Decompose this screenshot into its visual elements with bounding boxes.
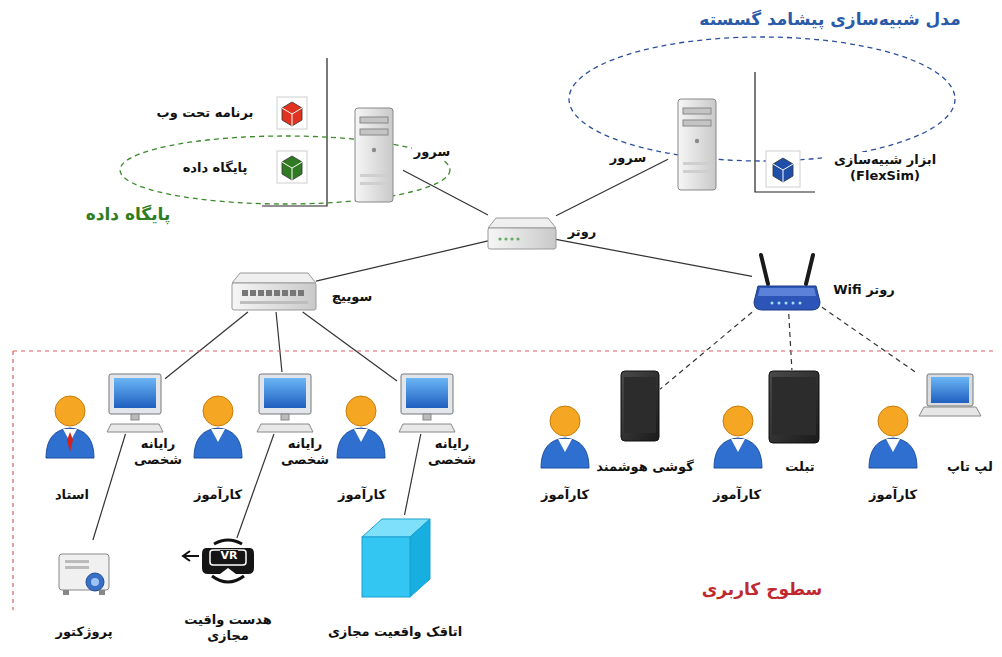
network-cable [93,434,126,540]
user-figure: کارآموز [710,402,766,468]
wireless-link [789,314,792,370]
device-label: سرور [412,144,452,160]
personal-computer: رایانه شخصی [255,372,315,434]
device-label: برنامه تحت وب [155,105,256,121]
device-label: کارآموز [539,487,591,503]
database-region: پایگاه داده پایگاه داده سرور [80,133,457,233]
user-figure-icon [865,402,921,468]
network-cable [556,239,752,276]
personal-computer: رایانه شخصی [105,372,165,434]
smartphone: گوشی هوشمند [620,370,660,442]
device-label: تبلت [783,459,816,475]
device-label: سوییچ [330,289,375,305]
device-label: پروژکتور [53,624,114,640]
bracket-line [262,58,327,206]
user-figure-icon [710,402,766,468]
network-switch: سوییچ [232,270,316,312]
software-icon: پایگاه داده [276,150,308,184]
user-figure: کارآموز [190,392,246,458]
network-switch-icon [232,270,316,312]
device-label: کارآموز [192,487,244,503]
vr-cave: اتاقک واقعیت مجازی [360,515,432,600]
projector: پروژکتور [55,540,113,598]
personal-computer-icon [397,372,457,434]
router: روتر [488,215,556,251]
vr-headset: هدست واقیت مجازی [200,538,256,588]
device-label: گوشی هوشمند [594,459,696,475]
user-region: سطوح کاربریرایانه شخصیرایانه شخصیرایانه … [12,350,997,650]
region-heading: مدل شبیه‌سازی پیشامد گسسته [697,9,962,30]
device-label: هدست واقیت مجازی [181,612,275,645]
software-icon-icon [765,150,801,188]
server: سرور [345,106,403,204]
network-cable [556,159,668,216]
device-label: ابزار شبیه‌سازی (FlexSim) [822,152,948,185]
bracket-line [755,72,815,192]
network-cable [405,434,421,515]
device-label: روتر Wifi [831,282,897,298]
software-icon-icon [276,150,308,184]
network-cable [303,312,397,381]
simulation-region: مدل شبیه‌سازی پیشامد گسستهسرورابزار شبیه… [565,4,960,164]
wifi-router: روتر Wifi [752,252,822,314]
user-figure-icon [42,392,98,458]
device-label: رایانه شخصی [129,436,188,469]
projector-icon [55,540,113,598]
device-label: سرور [608,150,648,166]
vr-headset-icon [200,538,256,588]
vr-cave-icon [360,515,432,600]
wireless-link [660,312,752,389]
tablet-icon [768,370,820,444]
smartphone-icon [620,370,660,442]
router-icon [488,215,556,251]
network-cable [316,241,488,281]
device-label: استاد [53,487,91,503]
device-label: رایانه شخصی [276,436,335,469]
region-heading: پایگاه داده [84,204,173,225]
software-icon-icon [276,96,308,130]
software-icon: برنامه تحت وب [276,96,308,130]
device-label: لپ تاپ [945,459,995,475]
wifi-router-icon [752,252,822,314]
user-figure-icon [190,392,246,458]
device-label: رایانه شخصی [423,436,482,469]
laptop: لپ تاپ [918,372,982,420]
user-figure: کارآموز [865,402,921,468]
device-label: روتر [566,224,599,240]
device-label: کارآموز [336,487,388,503]
device-label: کارآموز [867,487,919,503]
server: سرور [668,97,726,192]
network-cable [165,312,248,379]
network-cable [403,170,488,215]
device-label: پایگاه داده [181,160,250,176]
direction-arrow [183,551,199,561]
laptop-icon [918,372,982,420]
server-icon [345,106,403,204]
device-label: کارآموز [711,487,763,503]
software-icon: ابزار شبیه‌سازی (FlexSim) [765,150,801,188]
region-heading: سطوح کاربری [700,579,825,600]
wireless-link [822,307,918,374]
user-figure: استاد [42,392,98,458]
icon-logo: VR [220,550,239,562]
device-label: اتاقک واقعیت مجازی [326,624,464,640]
user-figure: کارآموز [537,402,593,468]
personal-computer-icon [255,372,315,434]
personal-computer: رایانه شخصی [397,372,457,434]
user-figure-icon [333,392,389,458]
server-icon [668,97,726,192]
network-cable [276,312,282,372]
personal-computer-icon [105,372,165,434]
user-figure-icon [537,402,593,468]
user-figure: کارآموز [333,392,389,458]
tablet: تبلت [768,370,820,444]
